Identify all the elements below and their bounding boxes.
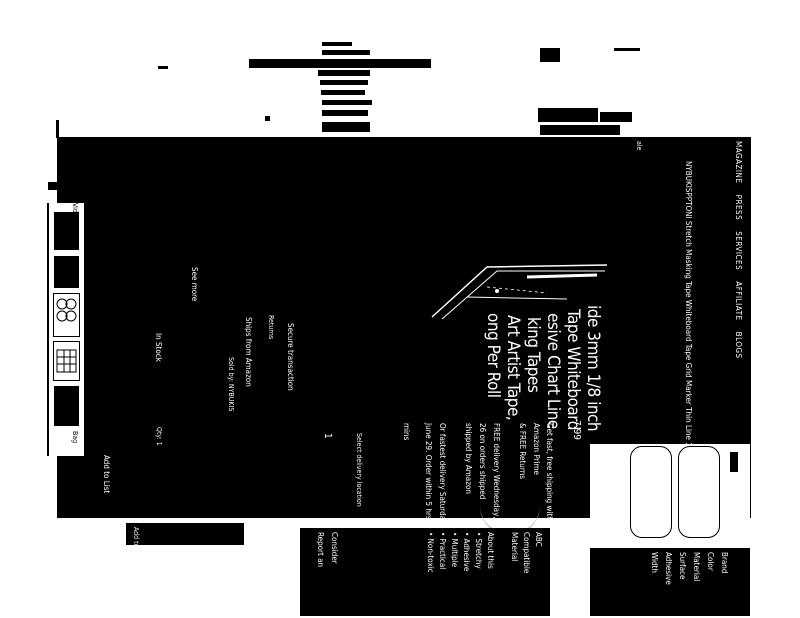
product-title-line-3: esive Chart Line [543, 313, 563, 429]
list-left-items: ABC [533, 532, 544, 547]
add-to-list-link[interactable]: Add to List [102, 455, 111, 494]
list-item: Width [650, 552, 659, 573]
product-title-line-4: king Tapes [523, 317, 543, 393]
product-title-line-2: Tape Whiteboard [563, 309, 583, 430]
list-item: • Non-toxic [426, 532, 435, 573]
cart-column [590, 444, 750, 538]
fastest-line-1: Or fastest delivery Saturday, [438, 423, 447, 527]
thumbnail-2[interactable] [53, 255, 80, 289]
sold-by: Sold by: NYBUKIS [227, 357, 235, 412]
nav-bar: MAGAZINE PRESS SERVICES AFFILIATE BLOGS [734, 141, 743, 359]
list-item: • Stretchy [474, 532, 483, 569]
returns-label: Returns [267, 315, 275, 340]
list-item: About this [486, 532, 495, 569]
list-item: ABC [534, 532, 543, 547]
fastest-line-2: June 29. Order within 5 hrs 22 [424, 423, 433, 532]
header-fragment [322, 122, 370, 132]
thumbnail-top-label: Video [71, 203, 79, 221]
quantity-value[interactable]: 1 [322, 433, 333, 439]
header-fragment [322, 110, 368, 116]
details-list-left: ABC Compatible Material About this • Str… [300, 528, 550, 616]
header-fragment [265, 116, 270, 121]
list-item: • Multiple [450, 532, 459, 568]
list-item: Consider [330, 532, 339, 564]
thumbnail-4[interactable] [53, 341, 80, 381]
list-header-bar [734, 548, 750, 616]
product-image[interactable] [427, 247, 617, 327]
list-item: Material [692, 552, 701, 582]
list-item: Brand [720, 552, 729, 574]
header-fragment [600, 112, 632, 122]
add-to-cart-label: Add to Cart [132, 527, 140, 563]
payment-info: Secure transaction [286, 323, 295, 391]
ships-from: Ships from Amazon [244, 317, 253, 387]
nav-link-press[interactable]: PRESS [734, 194, 743, 221]
thumbnail-bottom-label: Bag [71, 431, 79, 444]
thumbnail-3[interactable] [53, 293, 80, 337]
list-item: Material [510, 532, 519, 562]
shipping-line-2: Amazon Prime [532, 423, 541, 475]
list-item: Surface [678, 552, 687, 580]
add-to-cart-pill[interactable] [630, 446, 672, 538]
product-price: 7.99 [571, 420, 582, 441]
header-fragment [540, 48, 560, 62]
list-item: Adhesive [664, 552, 673, 585]
list-item: • Adhesive [462, 532, 471, 572]
select-delivery-location[interactable]: Select delivery location [355, 433, 363, 507]
nav-link-services[interactable]: SERVICES [734, 231, 743, 271]
in-stock-status: In Stock [154, 333, 163, 362]
thumbnail-strip: Video Bag [47, 203, 84, 456]
cart-divider [730, 452, 738, 472]
bottom-add-to-cart-button[interactable]: Add to Cart [126, 523, 244, 563]
header-fragment [540, 125, 620, 135]
list-item: Color [706, 552, 715, 571]
header-fragment [614, 48, 640, 51]
header-fragment-bar [249, 59, 431, 68]
delivery-line-2: 26 on orders shipped [478, 423, 487, 500]
thumbnail-5[interactable] [53, 385, 80, 427]
header-fragment [320, 80, 368, 85]
see-more-link[interactable]: See more [190, 267, 199, 302]
shipping-line-1: Get fast, free shipping with [545, 423, 554, 521]
quantity-label[interactable]: Qty: 1 [155, 427, 163, 446]
header-fragment [322, 100, 372, 105]
shipping-line-3: & FREE Returns [518, 423, 527, 479]
header-fragment [322, 50, 370, 55]
list-item: • Practical [438, 532, 447, 570]
product-title-line-5: Art Artist Tape, [503, 315, 523, 421]
buy-now-pill[interactable] [678, 446, 720, 538]
list-item: Compatible [522, 532, 531, 574]
header-fragment [321, 90, 365, 95]
header-fragment [158, 66, 168, 69]
header-fragment [318, 70, 370, 76]
list-item: Report an [316, 532, 325, 568]
header-fragment [56, 120, 59, 138]
delivery-mins: mins [402, 423, 411, 441]
nav-link-blogs[interactable]: BLOGS [734, 331, 743, 359]
nav-link-magazine[interactable]: MAGAZINE [734, 141, 743, 184]
nav-link-affiliate[interactable]: AFFILIATE [734, 281, 743, 321]
delivery-line-3: shipped by Amazon [464, 423, 473, 494]
header-fragment [322, 42, 352, 46]
details-list-right: Brand Color Material Surface Adhesive Wi… [590, 548, 735, 616]
side-label: ale [635, 141, 643, 151]
thumbnail-1[interactable] [53, 211, 80, 251]
header-fragment [538, 108, 598, 122]
